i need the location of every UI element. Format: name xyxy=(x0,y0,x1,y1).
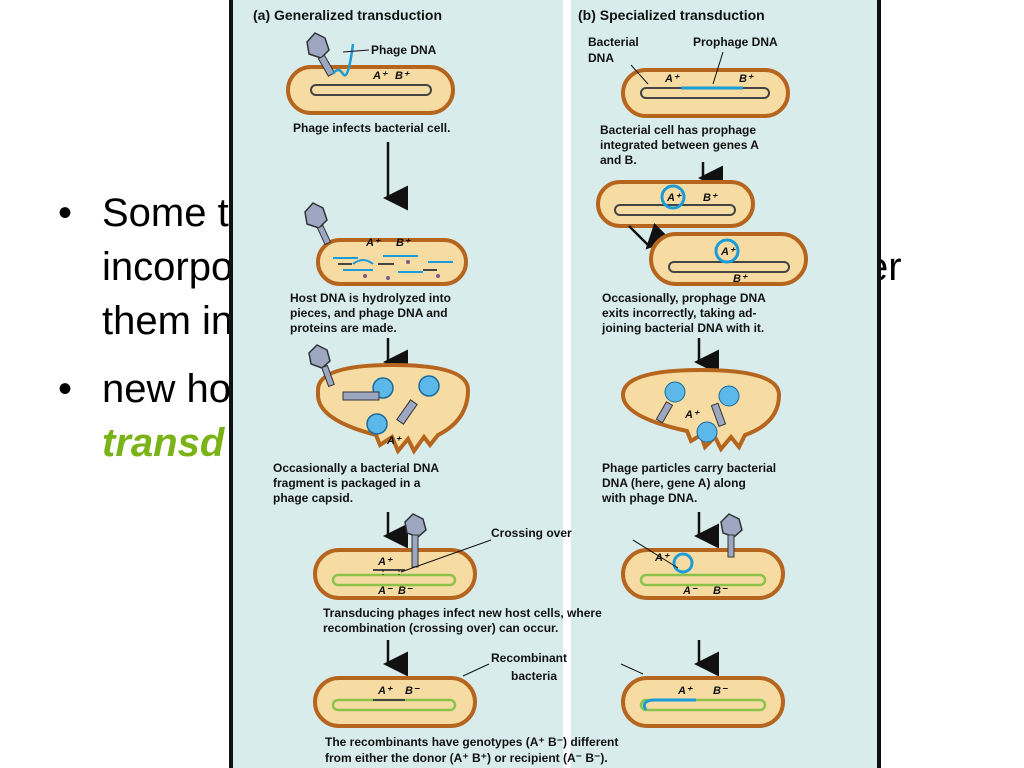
cell-b2 xyxy=(596,180,755,228)
bullet-marker: • xyxy=(58,191,73,235)
panel-b-step1-line1: Bacterial cell has prophage xyxy=(600,123,756,137)
panel-a-title: (a) Generalized transduction xyxy=(253,7,442,23)
panel-b-step2-line2: exits incorrectly, taking ad- xyxy=(602,306,757,320)
panel-a-step1: Phage infects bacterial cell. xyxy=(293,121,450,135)
cell-a2 xyxy=(316,238,468,286)
recombinant-label-1: Recombinant xyxy=(491,651,567,665)
recombinant-cell-a xyxy=(313,676,477,728)
panel-b-title: (b) Specialized transduction xyxy=(578,7,765,23)
crossing-over-label: Crossing over xyxy=(491,526,572,540)
gene-a-plus: A⁺ xyxy=(377,685,393,697)
gene-b-plus: B⁺ xyxy=(703,192,718,204)
phage-icon xyxy=(306,32,336,77)
panel-b-step3-line1: Phage particles carry bacterial xyxy=(602,461,776,475)
cell-b1 xyxy=(621,68,790,118)
gene-b-minus: B⁻ xyxy=(398,585,413,597)
panel-divider xyxy=(563,0,571,768)
bullet-2-line-1: new ho xyxy=(102,367,231,411)
cell-b4 xyxy=(620,367,782,453)
final-caption-line2: from either the donor (A⁺ B⁺) or recipie… xyxy=(325,751,608,765)
gene-a-plus: A⁺ xyxy=(386,435,402,447)
shared-step4-line2: recombination (crossing over) can occur. xyxy=(323,621,558,635)
shared-step4-line1: Transducing phages infect new host cells… xyxy=(323,606,602,620)
cell-b5 xyxy=(621,513,785,600)
gene-a-minus: A⁻ xyxy=(377,585,393,597)
gene-b-plus: B⁺ xyxy=(396,237,411,249)
gene-a-plus: A⁺ xyxy=(666,192,682,204)
gene-a-plus: A⁺ xyxy=(372,70,388,82)
gene-b-plus: B⁺ xyxy=(395,70,410,82)
gene-a-plus: A⁺ xyxy=(684,409,700,421)
bacterial-dna-label-2: DNA xyxy=(588,51,614,65)
panel-b-step1-line2: integrated between genes A xyxy=(600,138,759,152)
phage-dna-label: Phage DNA xyxy=(371,43,437,57)
gene-a-plus: A⁺ xyxy=(377,556,393,568)
gene-a-plus: A⁺ xyxy=(664,73,680,85)
bullet-1-line-2: incorpo xyxy=(102,245,234,289)
cell-b3 xyxy=(649,232,808,286)
gene-a-plus: A⁺ xyxy=(677,685,693,697)
panel-a-step2-line3: proteins are made. xyxy=(290,321,397,335)
bullet-1-line-1: Some t xyxy=(102,191,229,235)
cell-a1 xyxy=(286,65,455,115)
panel-a-step3-line3: phage capsid. xyxy=(273,491,353,505)
recombinant-cell-b xyxy=(621,676,785,728)
panel-b-step3-line2: DNA (here, gene A) along xyxy=(602,476,746,490)
gene-a-minus: A⁻ xyxy=(682,585,698,597)
gene-a-plus: A⁺ xyxy=(365,237,381,249)
panel-b-step3-line3: with phage DNA. xyxy=(601,491,697,505)
transduction-figure: (a) Generalized transduction (b) Special… xyxy=(229,0,881,768)
cell-a3 xyxy=(308,344,471,455)
panel-b-step1-line3: and B. xyxy=(600,153,637,167)
gene-b-plus: B⁺ xyxy=(733,273,748,285)
figure-svg: (a) Generalized transduction (b) Special… xyxy=(253,7,808,765)
panel-a-step3-line2: fragment is packaged in a xyxy=(273,476,421,490)
panel-a-step2-line2: pieces, and phage DNA and xyxy=(290,306,448,320)
bullet-2-line-2: transd xyxy=(102,421,225,465)
panel-b-step2-line3: joining bacterial DNA with it. xyxy=(601,321,764,335)
bacterial-dna-label-1: Bacterial xyxy=(588,35,639,49)
panel-a-step2-line1: Host DNA is hydrolyzed into xyxy=(290,291,451,305)
prophage-dna-label: Prophage DNA xyxy=(693,35,778,49)
panel-a-step3-line1: Occasionally a bacterial DNA xyxy=(273,461,439,475)
final-caption-line1: The recombinants have genotypes (A⁺ B⁻) … xyxy=(325,735,618,749)
gene-b-minus: B⁻ xyxy=(713,685,728,697)
gene-b-minus: B⁻ xyxy=(713,585,728,597)
bullet-marker: • xyxy=(58,367,73,411)
gene-b-plus: B⁺ xyxy=(739,73,754,85)
recombinant-label-2: bacteria xyxy=(511,669,557,683)
gene-b-minus: B⁻ xyxy=(405,685,420,697)
cell-a4 xyxy=(313,513,477,600)
gene-a-plus: A⁺ xyxy=(720,246,736,258)
panel-b-step2-line1: Occasionally, prophage DNA xyxy=(602,291,766,305)
bullet-1-line-3: them in xyxy=(102,299,234,343)
